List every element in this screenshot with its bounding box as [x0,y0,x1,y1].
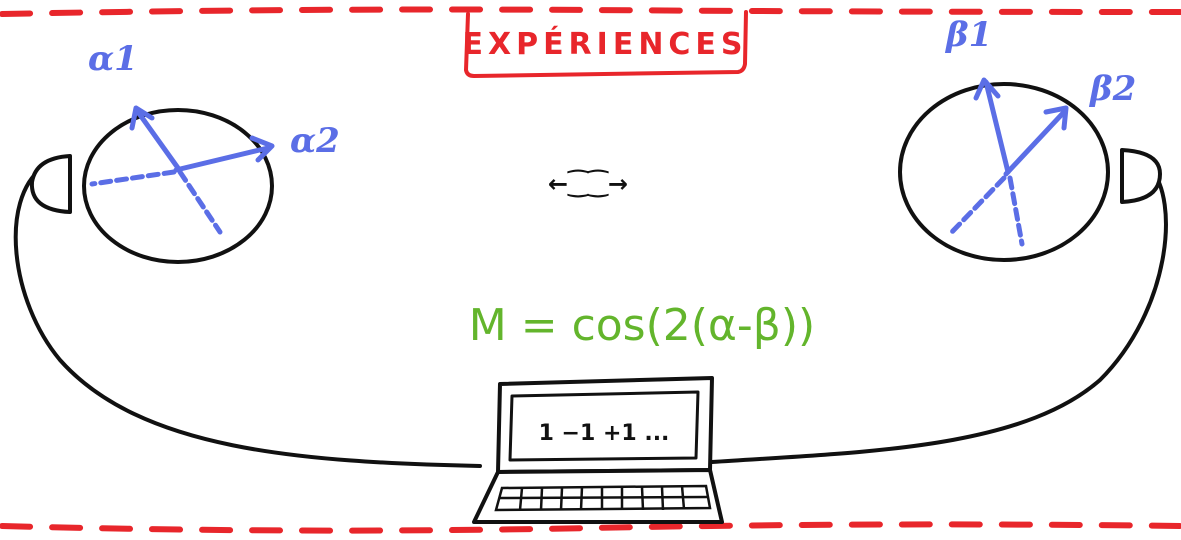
left-cable [13,166,482,468]
alpha1-axis-solid [135,109,181,171]
emitter-symbol: ←⁐⁐→ [548,169,628,198]
beta2-axis-dashed [947,175,1007,237]
keyboard-key-line [559,487,564,511]
left-detector-disk [82,108,274,264]
alpha2-axis-solid [173,145,271,173]
frame-bottom-line [0,521,1181,534]
alpha2-label: α2 [290,121,340,161]
left-detector: α1 α2 [29,39,340,264]
frame-top-line [0,6,1181,17]
laptop-keyboard [494,484,712,512]
formula: M = cos(2(α-β)) [469,300,815,351]
keyboard-key-line [518,487,524,511]
laptop: 1 −1 +1 ... [472,376,724,524]
keyboard-key-line [579,486,584,511]
right-detector: β1 β2 [898,15,1162,262]
beta2-label: β2 [1088,69,1136,109]
beta2-axis-solid [1003,109,1067,177]
alpha1-axis-dashed [177,169,223,235]
alpha1-label: α1 [88,39,138,79]
beta1-axis-solid [983,79,1011,175]
title-box: EXPÉRIENCES [462,10,748,79]
beta2-arrowhead [1043,105,1069,131]
beta1-label: β1 [944,15,992,55]
keyboard-key-line [660,486,665,511]
right-detector-disk [898,82,1110,262]
beta1-axis-dashed [1007,175,1025,247]
alpha2-axis-dashed [89,169,177,187]
keyboard-outline [494,484,712,512]
alpha1-arrowhead [129,105,155,131]
left-detector-cap [29,154,72,214]
title-box-outline [463,10,748,79]
keyboard-key-line [680,485,686,510]
right-detector-cap [1120,148,1162,204]
page-title: EXPÉRIENCES [462,26,747,62]
laptop-screen [508,390,700,462]
computer-screen-text: 1 −1 +1 ... [539,421,670,446]
emitter: ←⁐⁐→ [548,169,628,198]
keyboard-key-line [539,487,544,511]
alpha2-arrowhead [249,135,275,163]
keyboard-key-line [640,486,645,511]
right-cable [710,166,1168,464]
beta1-arrowhead [973,77,1001,101]
keyboard-row-line [498,495,709,500]
